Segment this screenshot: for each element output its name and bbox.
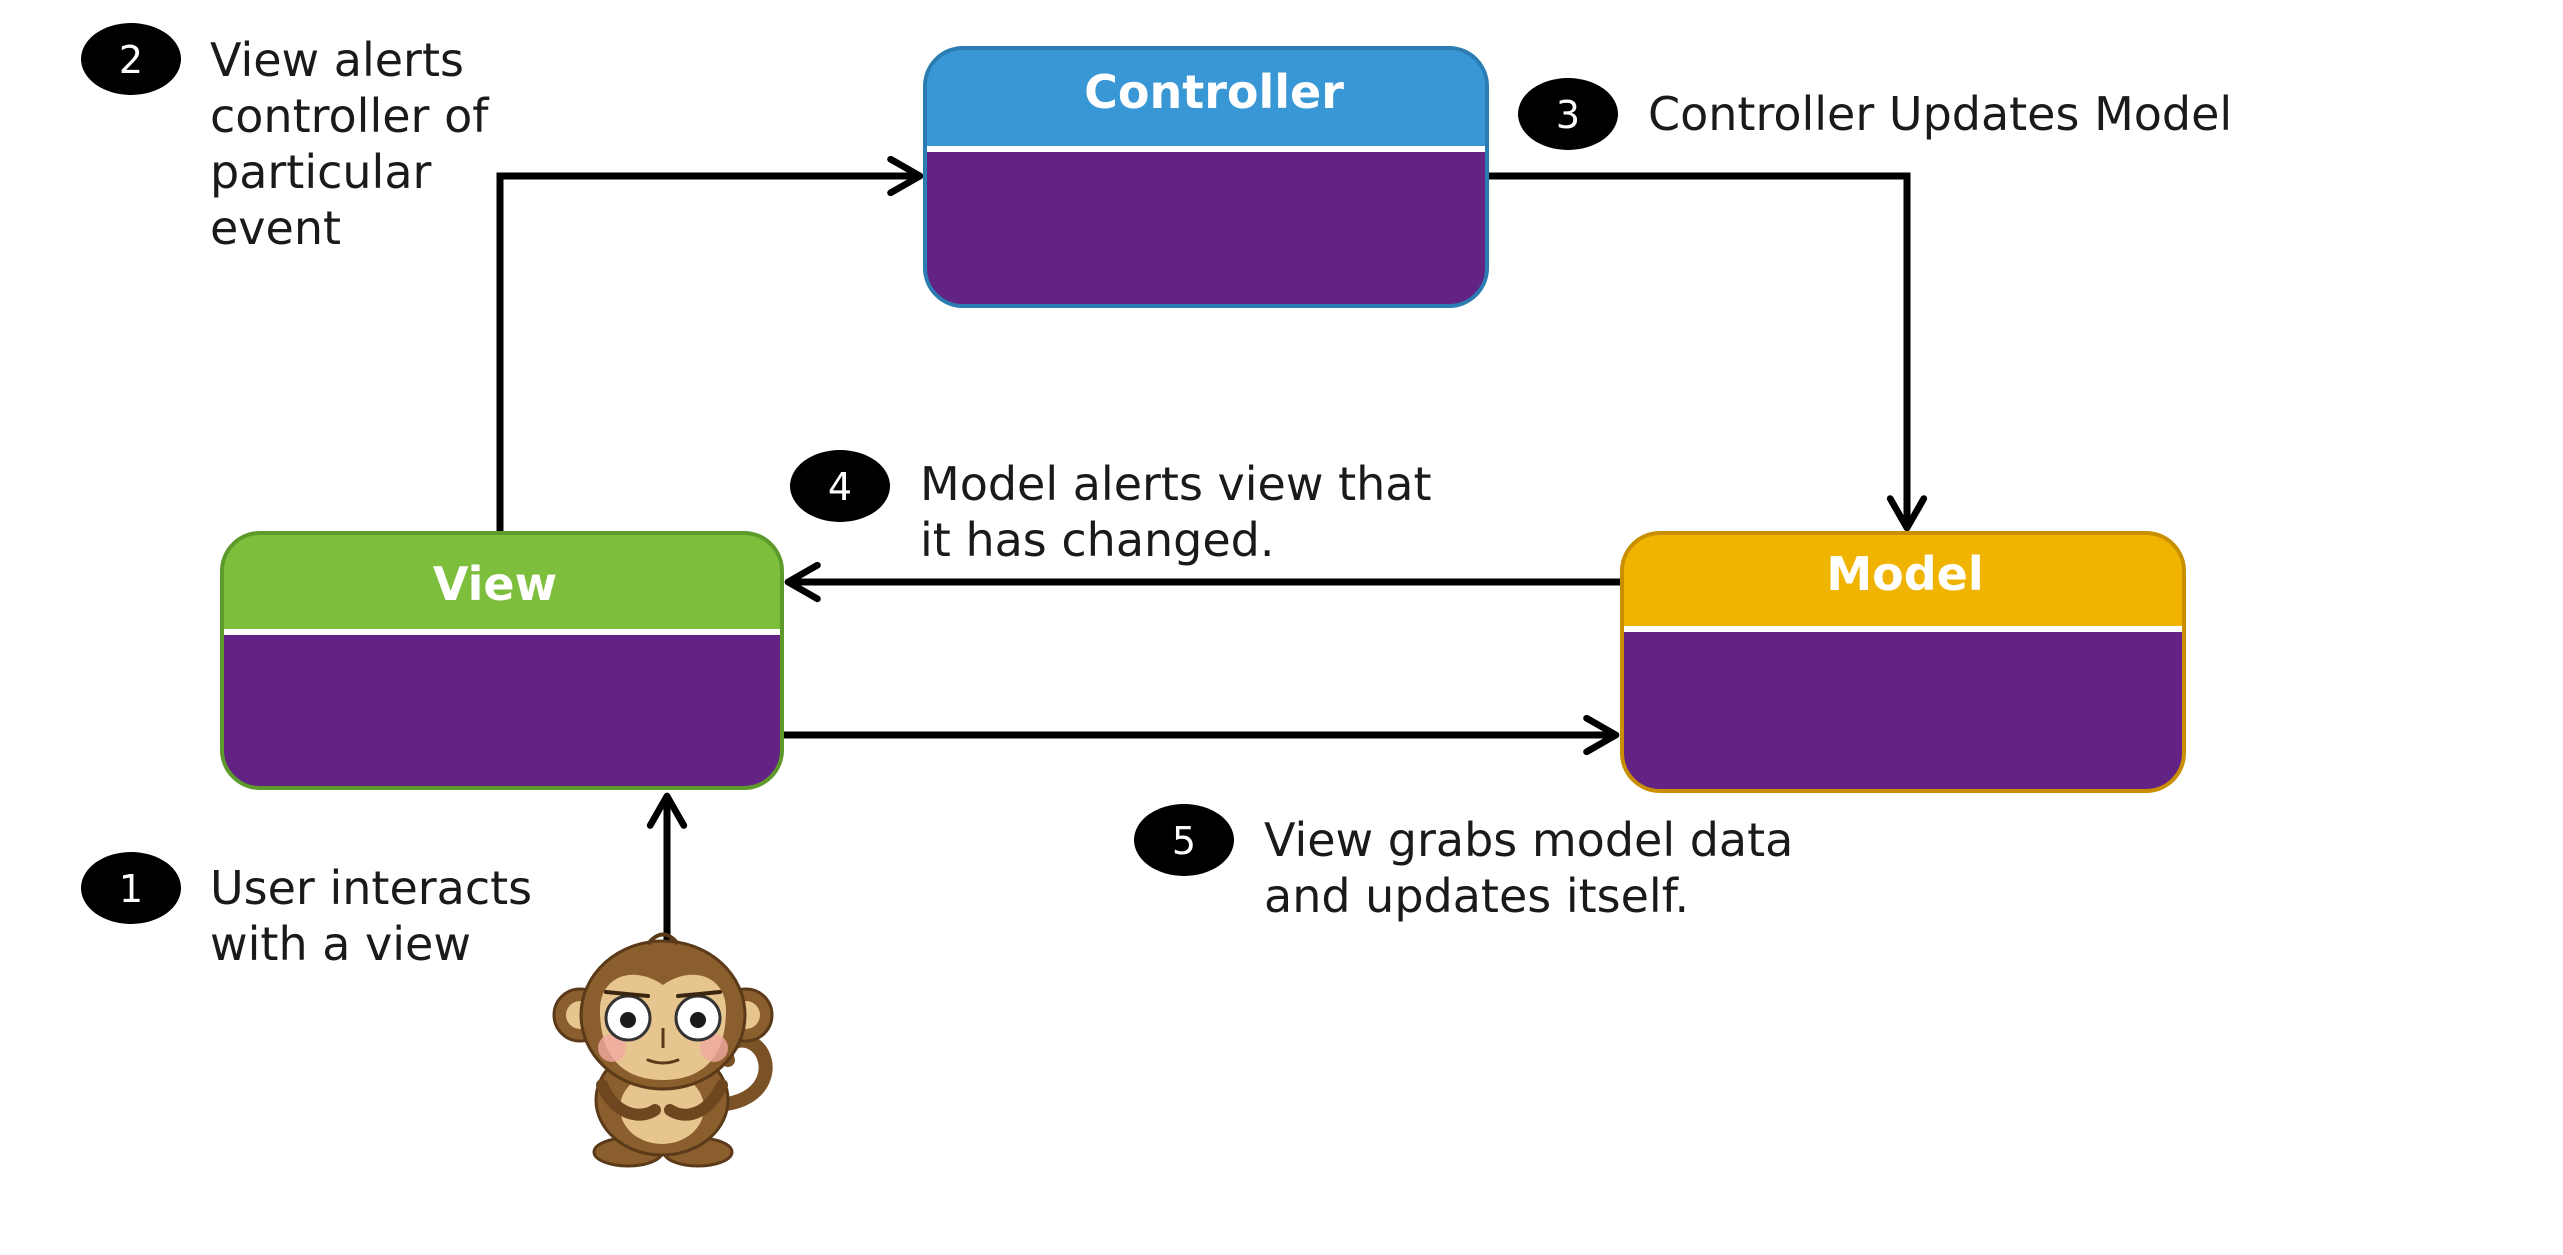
controller-title: Controller — [1084, 65, 1344, 119]
view-box: View — [220, 531, 784, 790]
step-1-badge — [81, 852, 181, 924]
step-2-text-line-2: controller of — [210, 89, 490, 143]
controller-header — [925, 48, 1487, 146]
step-4-text-line-1: Model alerts view that — [920, 457, 1432, 511]
view-title: View — [433, 557, 557, 611]
step-2-badge — [81, 23, 181, 95]
step-1: 1 User interacts with a view — [81, 852, 532, 971]
step-2: 2 View alerts controller of particular e… — [81, 23, 490, 255]
step-5-text-line-1: View grabs model data — [1264, 813, 1793, 867]
step-2-text-line-1: View alerts — [210, 33, 464, 87]
monkey-icon — [552, 932, 774, 1168]
arrow-controller-to-model — [1487, 172, 1928, 532]
step-1-text-line-1: User interacts — [210, 861, 532, 915]
step-4-text-line-2: it has changed. — [920, 513, 1274, 567]
view-header — [222, 533, 782, 629]
step-2-number: 2 — [119, 38, 143, 82]
step-5-badge — [1134, 804, 1234, 876]
controller-divider — [925, 146, 1487, 152]
step-3: 3 Controller Updates Model — [1518, 78, 2232, 150]
model-divider — [1622, 626, 2184, 632]
step-5-number: 5 — [1172, 819, 1196, 863]
step-4: 4 Model alerts view that it has changed. — [790, 450, 1432, 567]
model-box: Model — [1620, 531, 2186, 793]
step-1-text-line-2: with a view — [210, 917, 471, 971]
controller-box: Controller — [923, 46, 1489, 308]
view-divider — [222, 629, 782, 635]
step-3-text-line-1: Controller Updates Model — [1648, 87, 2232, 141]
step-1-number: 1 — [119, 867, 143, 911]
step-2-text-line-3: particular — [210, 145, 432, 199]
model-title: Model — [1826, 547, 1983, 601]
step-3-badge — [1518, 78, 1618, 150]
model-header — [1622, 533, 2184, 626]
step-5: 5 View grabs model data and updates itse… — [1134, 804, 1793, 923]
step-5-text-line-2: and updates itself. — [1264, 869, 1689, 923]
arrows — [496, 155, 1928, 955]
arrow-view-to-controller — [496, 155, 924, 533]
step-3-number: 3 — [1556, 93, 1580, 137]
step-4-number: 4 — [828, 465, 852, 509]
step-4-badge — [790, 450, 890, 522]
step-2-text-line-4: event — [210, 201, 341, 255]
